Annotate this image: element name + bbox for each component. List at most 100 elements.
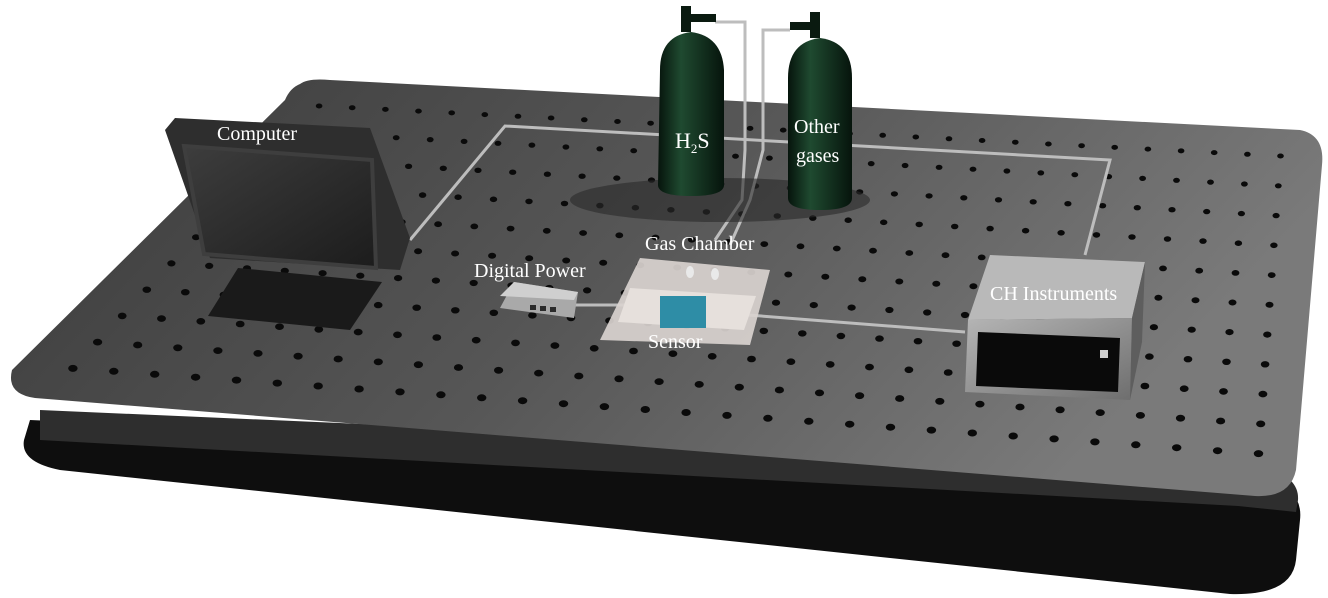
mounting-hole xyxy=(766,155,773,161)
mounting-hole xyxy=(1154,294,1163,301)
mounting-hole xyxy=(1263,331,1272,338)
mounting-hole xyxy=(885,306,894,314)
tube-chamber-to-instrument xyxy=(747,313,966,334)
mounting-hole xyxy=(1258,390,1268,398)
mounting-hole xyxy=(771,299,781,306)
mounting-hole xyxy=(1163,236,1172,242)
mounting-hole xyxy=(1021,227,1030,234)
mounting-hole xyxy=(451,250,460,257)
mounting-hole xyxy=(1267,272,1276,278)
mounting-hole xyxy=(967,429,977,437)
mounting-hole xyxy=(1225,329,1234,336)
mounting-hole xyxy=(431,277,440,284)
mounting-hole xyxy=(875,335,884,342)
label-digital-power: Digital Power xyxy=(474,260,586,282)
mounting-hole xyxy=(1149,324,1158,331)
mounting-hole xyxy=(192,234,200,241)
mounting-hole xyxy=(1099,203,1107,209)
h2s-tail: S xyxy=(697,128,709,153)
mounting-hole xyxy=(405,163,413,169)
mounting-hole xyxy=(1055,406,1065,414)
mounting-hole xyxy=(117,312,127,320)
mounting-hole xyxy=(1095,409,1105,416)
mounting-hole xyxy=(313,382,323,390)
mounting-hole xyxy=(832,245,841,252)
label-gas-chamber: Gas Chamber xyxy=(645,233,755,255)
mounting-hole xyxy=(426,137,434,143)
mounting-hole xyxy=(348,105,356,111)
mounting-hole xyxy=(890,191,899,197)
mounting-hole xyxy=(1187,326,1196,333)
mounting-hole xyxy=(562,144,570,150)
mounting-hole xyxy=(615,232,624,239)
mounting-hole xyxy=(1210,150,1218,156)
mounting-hole xyxy=(1145,353,1154,360)
mounting-hole xyxy=(353,328,363,336)
mounting-hole xyxy=(734,383,744,391)
mounting-hole xyxy=(280,267,289,274)
mounting-hole xyxy=(414,248,423,255)
other-gases-cylinder xyxy=(788,12,852,210)
mounting-hole xyxy=(1222,358,1231,365)
mounting-hole xyxy=(814,389,825,397)
mounting-hole xyxy=(543,171,552,177)
mounting-hole xyxy=(784,271,793,278)
mounting-hole xyxy=(825,361,835,368)
mounting-hole xyxy=(318,270,327,277)
mounting-hole xyxy=(1071,172,1079,178)
mounting-hole xyxy=(865,363,874,371)
mounting-hole xyxy=(494,140,502,146)
mounting-hole xyxy=(855,392,865,400)
mounting-hole xyxy=(951,223,959,230)
mounting-hole xyxy=(1256,420,1266,428)
mounting-hole xyxy=(923,309,932,316)
mounting-hole xyxy=(926,426,937,434)
mounting-hole xyxy=(1177,148,1185,154)
mounting-hole xyxy=(190,373,201,381)
mounting-hole xyxy=(994,197,1003,203)
label-sensor: Sensor xyxy=(648,331,703,353)
mounting-hole xyxy=(858,276,867,283)
mounting-hole xyxy=(454,194,462,200)
mounting-hole xyxy=(547,115,555,121)
mounting-hole xyxy=(722,411,732,419)
mounting-hole xyxy=(880,219,888,226)
mounting-hole xyxy=(1207,179,1214,185)
mounting-hole xyxy=(895,278,904,285)
mounting-hole xyxy=(614,119,621,124)
digital-power-supply xyxy=(500,282,578,318)
mounting-hole xyxy=(681,409,691,416)
h2s-subscript: 2 xyxy=(691,141,698,156)
mounting-hole xyxy=(253,350,263,357)
mounting-hole xyxy=(481,112,489,118)
mounting-hole xyxy=(759,327,769,335)
mounting-hole xyxy=(943,369,953,376)
mounting-hole xyxy=(945,136,953,142)
mounting-hole xyxy=(150,370,160,378)
mounting-hole xyxy=(142,286,152,293)
mounting-hole xyxy=(392,135,400,141)
mounting-hole xyxy=(935,164,943,170)
mounting-hole xyxy=(707,353,717,360)
monitor-screen xyxy=(181,143,379,271)
label-h2s: H2S xyxy=(675,128,710,156)
mounting-hole xyxy=(581,117,588,123)
mounting-hole xyxy=(231,376,242,384)
mounting-hole xyxy=(354,385,364,393)
mounting-hole xyxy=(1274,183,1282,189)
mounting-hole xyxy=(489,196,498,203)
mounting-hole xyxy=(1057,230,1065,236)
mounting-hole xyxy=(494,366,504,374)
mounting-hole xyxy=(413,361,423,369)
mounting-hole xyxy=(1008,432,1018,440)
mounting-hole xyxy=(1029,199,1037,205)
mounting-hole xyxy=(975,400,985,408)
mounting-hole xyxy=(488,252,497,259)
mounting-hole xyxy=(913,338,923,345)
mounting-hole xyxy=(542,227,551,234)
mounting-hole xyxy=(558,400,569,408)
mounting-hole xyxy=(93,338,103,346)
mounting-hole xyxy=(905,250,914,256)
mounting-hole xyxy=(418,192,427,198)
mounting-hole xyxy=(528,312,537,319)
